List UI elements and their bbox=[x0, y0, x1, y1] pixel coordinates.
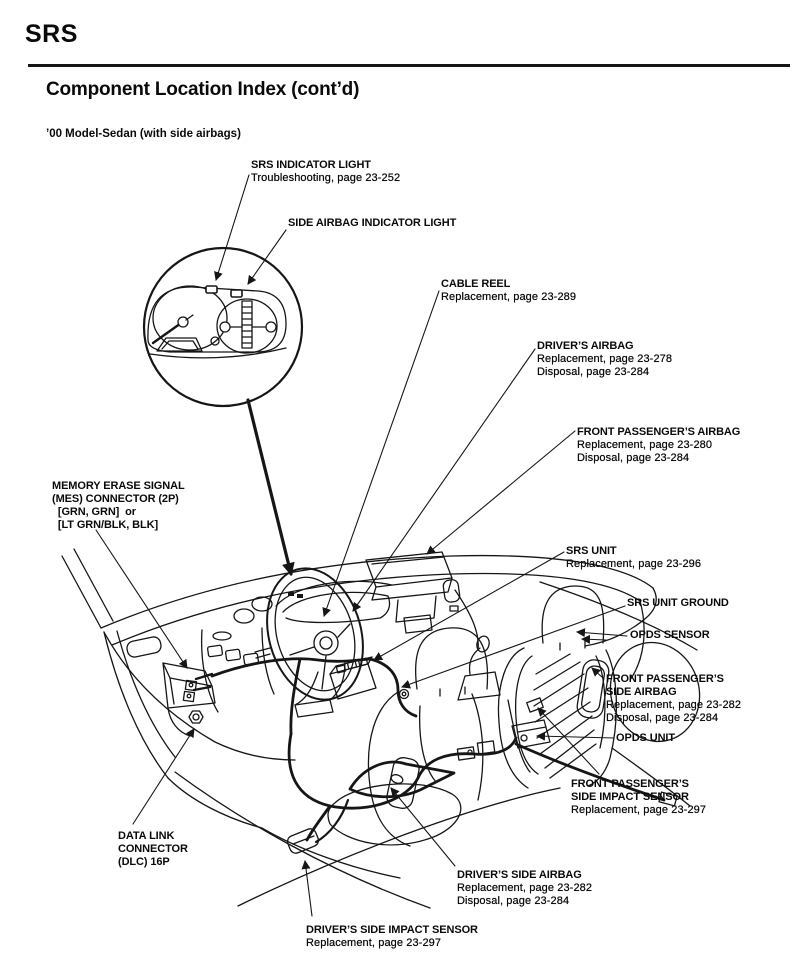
srs-harness bbox=[210, 657, 666, 844]
header-rule bbox=[28, 64, 790, 67]
opds-sensor-hatching bbox=[533, 653, 597, 779]
section-title: SRS bbox=[25, 20, 78, 48]
inset-pointer-arrow bbox=[246, 398, 295, 576]
model-subtitle: ’00 Model-Sedan (with side airbags) bbox=[46, 128, 241, 140]
mes-connector-part bbox=[162, 662, 216, 737]
front-passengers-side-impact-sensor-part bbox=[526, 697, 544, 713]
opds-unit-part bbox=[456, 719, 551, 761]
front-passengers-side-airbag-module bbox=[576, 659, 610, 719]
instrument-cluster-inset bbox=[142, 246, 304, 408]
srs-indicator-lamp bbox=[205, 285, 218, 294]
leader-lines bbox=[95, 174, 628, 917]
drivers-side-impact-sensor-part bbox=[286, 828, 320, 854]
dashboard-art bbox=[61, 548, 701, 909]
srs-unit-ground-bolt bbox=[398, 688, 410, 700]
drivers-side-airbag-module bbox=[386, 757, 420, 809]
page-title: Component Location Index (cont’d) bbox=[46, 79, 360, 100]
side-airbag-indicator-lamp bbox=[230, 289, 243, 298]
dlc-connector-part bbox=[188, 710, 204, 724]
